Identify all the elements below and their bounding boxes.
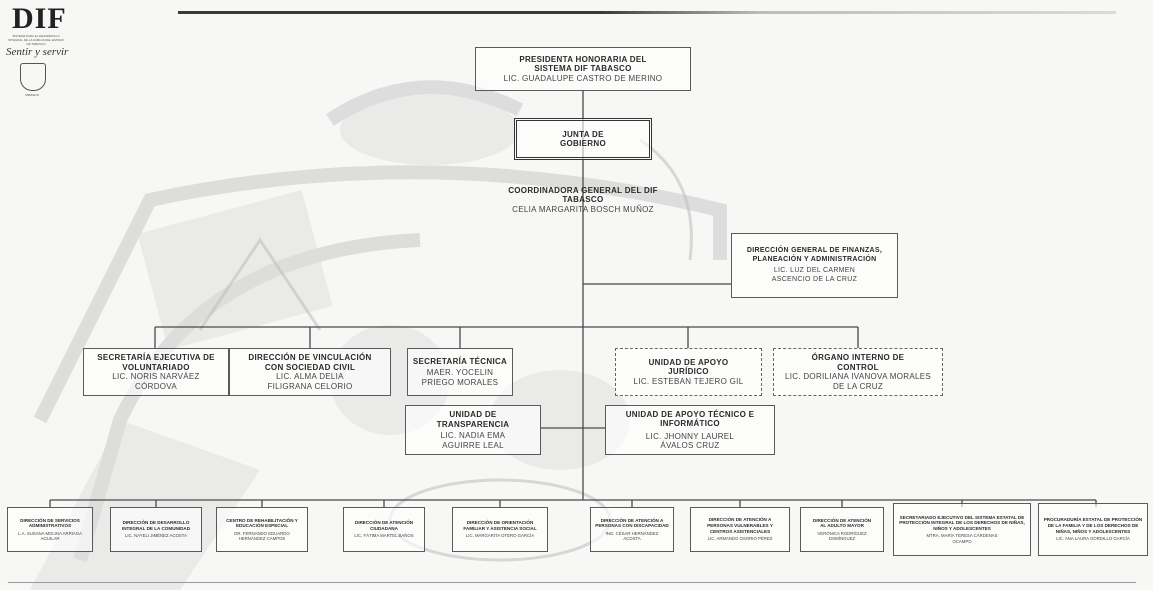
node-title: SECRETARÍA TÉCNICA (412, 356, 508, 366)
node-name: LIC. LUZ DEL CARMEN ASCENCIO DE LA CRUZ (771, 267, 858, 283)
node-name: LIC. ANA LAURA GORDILLO GARCÍA (1056, 536, 1130, 542)
node-junta-de-gobierno: JUNTA DE GOBIERNO (514, 118, 652, 160)
node-name: LIC. NAYELI JIMÉNEZ ACOSTA (125, 533, 187, 539)
node-name: LIC. DORILIANA IVANOVA MORALES DE LA CRU… (784, 372, 932, 391)
node-name: VERÓNICA RODRÍGUEZ DOMÍNGUEZ (817, 530, 867, 542)
node-name: ING. CÉSAR HERNÁNDEZ ACOSTA (605, 530, 659, 542)
node-name: LIC. NORIS NARVÁEZ CÓRDOVA (112, 372, 200, 391)
node-title: DIRECCIÓN DE ATENCIÓN CIUDADANA (354, 520, 414, 531)
node-name: LIC. MARGARITA OTERO GARCÍA (465, 533, 535, 539)
node-unidad-transparencia: UNIDAD DE TRANSPARENCIA LIC. NADIA EMA A… (405, 405, 541, 455)
node-title: PROCURADURÍA ESTATAL DE PROTECCIÓN DE LA… (1043, 517, 1143, 534)
node-title: DIRECCIÓN DE VINCULACIÓN CON SOCIEDAD CI… (248, 353, 372, 372)
logo-slogan: Sentir y servir (6, 46, 69, 58)
node-title: DIRECCIÓN DE ORIENTACIÓN FAMILIAR Y ASIS… (463, 520, 537, 531)
node-title: UNIDAD DE TRANSPARENCIA (436, 410, 510, 429)
node-title: COORDINADORA GENERAL DEL DIF TABASCO (508, 185, 658, 205)
node-name: L.A. SUSANA MOLINA ARRIAGA AGUILAR (18, 530, 82, 542)
node-title: UNIDAD DE APOYO JURÍDICO (648, 357, 729, 377)
node-name: LIC. FÁTIMA MARTEL BAÑOS (354, 533, 414, 539)
logo-wordmark: DIF (12, 2, 67, 35)
node-title: DIRECCIÓN DE ATENCIÓN AL ADULTO MAYOR (812, 517, 872, 529)
node-secretaria-voluntariado: SECRETARÍA EJECUTIVA DE VOLUNTARIADO LIC… (83, 348, 229, 396)
node-servicios-administrativos: DIRECCIÓN DE SERVICIOS ADMINISTRATIVOS L… (7, 507, 93, 552)
node-title: JUNTA DE GOBIERNO (560, 129, 606, 149)
node-name: LIC. NADIA EMA AGUIRRE LEAL (440, 431, 506, 450)
node-procuraduria-proteccion: PROCURADURÍA ESTATAL DE PROTECCIÓN DE LA… (1038, 503, 1148, 556)
node-centro-rehabilitacion: CENTRO DE REHABILITACIÓN Y EDUCACIÓN ESP… (216, 507, 308, 552)
node-name: LIC. GUADALUPE CASTRO DE MERINO (503, 73, 663, 83)
footer-rule (8, 582, 1136, 583)
node-name: MTRA. MARÍA TERESA CÁRDENAS OCAMPO (926, 533, 998, 544)
seal-label: TABASCO (24, 93, 40, 97)
node-organo-interno-control: ÓRGANO INTERNO DE CONTROL LIC. DORILIANA… (773, 348, 943, 396)
node-personas-discapacidad: DIRECCIÓN DE ATENCIÓN A PERSONAS CON DIS… (590, 507, 674, 552)
node-name: LIC. JHONNY LAUREL ÁVALOS CRUZ (645, 431, 735, 451)
node-title: DIRECCIÓN GENERAL DE FINANZAS, PLANEACIÓ… (746, 247, 883, 263)
node-title: DIRECCIÓN DE ATENCIÓN A PERSONAS VULNERA… (707, 517, 773, 534)
node-finanzas-planeacion-administracion: DIRECCIÓN GENERAL DE FINANZAS, PLANEACIÓ… (731, 233, 898, 298)
node-title: DIRECCIÓN DE SERVICIOS ADMINISTRATIVOS (20, 517, 80, 529)
node-vinculacion-sociedad-civil: DIRECCIÓN DE VINCULACIÓN CON SOCIEDAD CI… (229, 348, 391, 396)
node-unidad-apoyo-juridico: UNIDAD DE APOYO JURÍDICO LIC. ESTEBAN TE… (615, 348, 762, 396)
node-title: ÓRGANO INTERNO DE CONTROL (811, 353, 905, 372)
node-atencion-ciudadana: DIRECCIÓN DE ATENCIÓN CIUDADANA LIC. FÁT… (343, 507, 425, 552)
node-title: DIRECCIÓN DE DESARROLLO INTEGRAL DE LA C… (121, 520, 191, 531)
node-title: UNIDAD DE APOYO TÉCNICO E INFORMÁTICO (625, 409, 755, 429)
logo-fine-print: SISTEMA PARA EL DESARROLLO INTEGRAL DE L… (8, 34, 64, 46)
node-personas-vulnerables: DIRECCIÓN DE ATENCIÓN A PERSONAS VULNERA… (690, 507, 790, 552)
node-presidenta-honoraria: PRESIDENTA HONORARIA DEL SISTEMA DIF TAB… (475, 47, 691, 91)
node-coordinadora-general: COORDINADORA GENERAL DEL DIF TABASCO CEL… (482, 180, 684, 220)
node-secretaria-tecnica: SECRETARÍA TÉCNICA MAER. YOCELIN PRIEGO … (407, 348, 513, 396)
node-adulto-mayor: DIRECCIÓN DE ATENCIÓN AL ADULTO MAYOR VE… (800, 507, 884, 552)
node-title: CENTRO DE REHABILITACIÓN Y EDUCACIÓN ESP… (226, 517, 298, 529)
node-title: SECRETARÍA EJECUTIVA DE VOLUNTARIADO (97, 353, 215, 372)
node-name: LIC. ALMA DELIA FILIGRANA CELORIO (267, 372, 353, 391)
node-secretariado-sipinna: SECRETARIADO EJECUTIVO DEL SISTEMA ESTAT… (893, 503, 1031, 556)
node-title: PRESIDENTA HONORARIA DEL SISTEMA DIF TAB… (519, 54, 647, 74)
node-name: LIC. ESTEBAN TEJERO GIL (633, 376, 744, 386)
node-desarrollo-integral-comunidad: DIRECCIÓN DE DESARROLLO INTEGRAL DE LA C… (110, 507, 202, 552)
node-name: DR. FERNANDO EDUARDO HERNÁNDEZ CAMPOS (234, 530, 290, 542)
node-name: LIC. ARMANDO OSORIO PÉREZ (707, 536, 773, 542)
node-name: MAER. YOCELIN PRIEGO MORALES (421, 368, 499, 387)
node-name: CELIA MARGARITA BOSCH MUÑOZ (512, 204, 654, 214)
state-seal-icon (20, 63, 46, 91)
node-apoyo-tecnico-informatico: UNIDAD DE APOYO TÉCNICO E INFORMÁTICO LI… (605, 405, 775, 455)
node-title: DIRECCIÓN DE ATENCIÓN A PERSONAS CON DIS… (595, 517, 669, 529)
header-rule (178, 11, 1116, 14)
node-orientacion-familiar: DIRECCIÓN DE ORIENTACIÓN FAMILIAR Y ASIS… (452, 507, 548, 552)
node-title: SECRETARIADO EJECUTIVO DEL SISTEMA ESTAT… (899, 514, 1025, 531)
